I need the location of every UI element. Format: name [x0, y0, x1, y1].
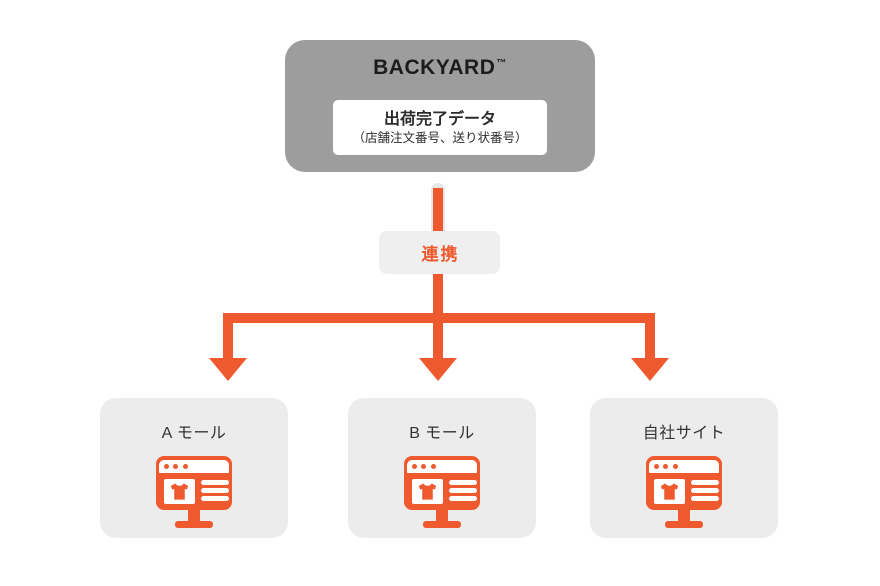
connector-line-top-core [433, 188, 443, 234]
browser-dot-icon [163, 464, 169, 469]
arrowhead-left-icon [209, 358, 247, 381]
monitor-stand-neck [436, 510, 448, 521]
text-line [201, 480, 229, 485]
monitor-screen [404, 456, 480, 510]
shipment-data-card: 出荷完了データ （店舗注文番号、送り状番号） [333, 100, 547, 155]
arrowhead-right-icon [631, 358, 669, 381]
backyard-title-text: BACKYARD [373, 56, 496, 79]
browser-dot-icon [430, 464, 436, 469]
text-line [449, 488, 477, 493]
connector-line-top [431, 183, 445, 234]
monitor-screen [646, 456, 722, 510]
monitor-screen [156, 456, 232, 510]
tshirt-icon [660, 483, 679, 500]
ecommerce-monitor-icon [156, 456, 232, 528]
backyard-title: BACKYARD™ [285, 56, 595, 80]
monitor-stand-neck [678, 510, 690, 521]
tshirt-icon [170, 483, 189, 500]
browser-titlebar [159, 460, 229, 473]
browser-dot-icon [653, 464, 659, 469]
trademark-symbol: ™ [496, 58, 507, 69]
page-text-lines [201, 480, 229, 504]
destination-label: 自社サイト [642, 425, 726, 442]
monitor-stand-base [175, 521, 213, 528]
destination-label: B モール [409, 425, 475, 442]
arrowhead-center-icon [419, 358, 457, 381]
destination-label: A モール [161, 425, 227, 442]
monitor-stand-neck [188, 510, 200, 521]
link-label-text: 連携 [421, 245, 460, 264]
page-text-lines [691, 480, 719, 504]
text-line [449, 496, 477, 501]
text-line [449, 480, 477, 485]
link-label-badge: 連携 [379, 231, 500, 274]
backyard-system-box: BACKYARD™ 出荷完了データ （店舗注文番号、送り状番号） [285, 40, 595, 172]
text-line [201, 488, 229, 493]
destination-box-a-mall: A モール [100, 398, 288, 538]
branch-horizontal-bar [223, 313, 655, 323]
product-card [654, 479, 685, 504]
browser-dot-icon [173, 464, 178, 469]
browser-dot-icon [663, 464, 668, 469]
text-line [691, 496, 719, 501]
product-card [412, 479, 443, 504]
browser-dot-icon [411, 464, 417, 469]
browser-titlebar [649, 460, 719, 473]
ecommerce-monitor-icon [646, 456, 722, 528]
destination-box-own-site: 自社サイト [590, 398, 778, 538]
browser-dot-icon [182, 464, 188, 469]
text-line [691, 488, 719, 493]
browser-titlebar [407, 460, 477, 473]
browser-dot-icon [672, 464, 678, 469]
monitor-stand-base [423, 521, 461, 528]
shipment-data-subtitle: （店舗注文番号、送り状番号） [352, 131, 528, 146]
tshirt-icon [418, 483, 437, 500]
destination-box-b-mall: B モール [348, 398, 536, 538]
text-line [201, 496, 229, 501]
product-card [164, 479, 195, 504]
page-text-lines [449, 480, 477, 504]
branch-stem-left [223, 313, 233, 360]
branch-stem-right [645, 313, 655, 360]
ecommerce-monitor-icon [404, 456, 480, 528]
monitor-stand-base [665, 521, 703, 528]
browser-dot-icon [421, 464, 426, 469]
text-line [691, 480, 719, 485]
shipment-data-title: 出荷完了データ [383, 110, 496, 128]
